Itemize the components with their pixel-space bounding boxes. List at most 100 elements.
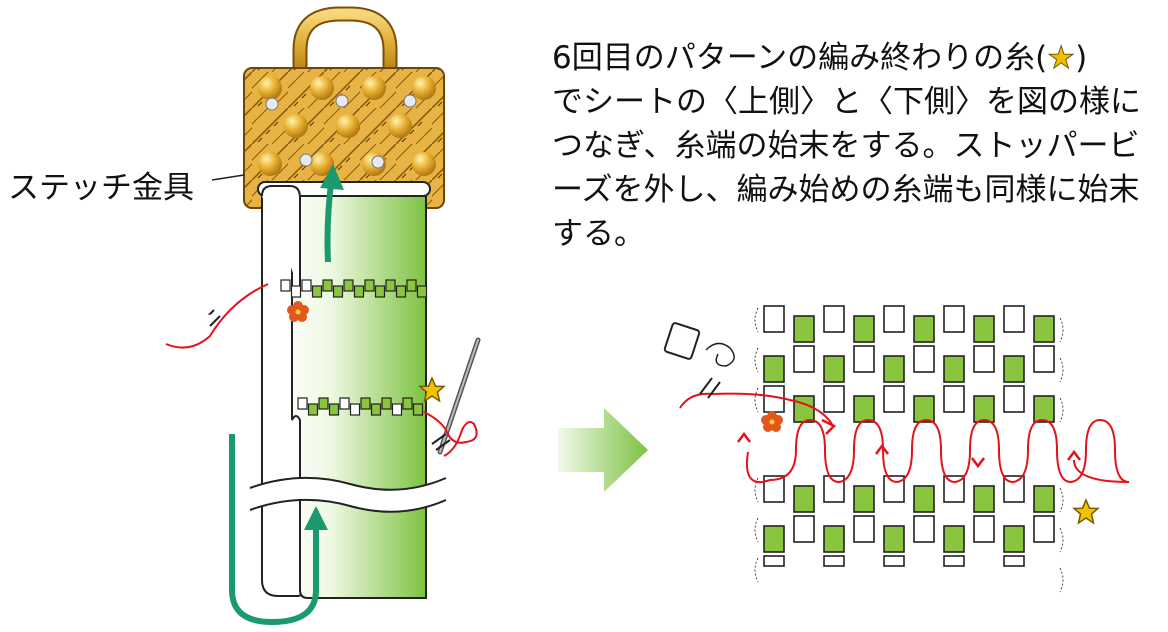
bead <box>823 355 845 383</box>
instruction-line-1: 6回目のパターンの編み終わりの糸(★) <box>552 36 1162 80</box>
bead <box>297 397 308 410</box>
bead <box>973 345 995 373</box>
thread-direction-arrow <box>1067 449 1081 461</box>
bead <box>412 403 424 416</box>
bead <box>853 395 875 423</box>
bead <box>349 403 361 416</box>
bead <box>763 355 785 383</box>
bead <box>416 285 428 298</box>
star-icon <box>418 376 446 403</box>
bead <box>793 395 815 423</box>
thread-direction-arrow <box>737 431 751 443</box>
bead <box>973 515 995 543</box>
star-inline-icon: ★ <box>1047 40 1076 77</box>
bead <box>339 397 350 410</box>
bead <box>1033 395 1055 423</box>
bead <box>307 403 319 416</box>
thread-direction-arrow <box>875 443 889 455</box>
thread-end-left <box>165 283 269 349</box>
bead <box>943 525 965 553</box>
bead <box>823 555 845 567</box>
bead <box>853 515 875 543</box>
thread-loop <box>754 517 759 543</box>
bead <box>318 397 329 410</box>
bead <box>322 279 333 292</box>
bead <box>823 385 845 413</box>
bead <box>973 315 995 343</box>
bead <box>280 279 291 292</box>
bead <box>1003 555 1025 567</box>
instruction-line-1-close: ) <box>1075 40 1088 76</box>
bead <box>328 403 340 416</box>
bead <box>763 385 785 413</box>
thread-loop <box>754 387 759 413</box>
bead <box>943 385 965 413</box>
bead <box>763 305 785 333</box>
bead <box>395 285 407 298</box>
bead <box>364 279 375 292</box>
bead <box>311 285 323 298</box>
direction-arrow-loop <box>229 434 328 626</box>
bead <box>913 485 935 513</box>
bead <box>823 525 845 553</box>
bead <box>883 525 905 553</box>
thread-loop <box>1059 357 1064 383</box>
bead <box>943 475 965 503</box>
bead <box>763 525 785 553</box>
flower-icon <box>761 411 783 432</box>
bead <box>793 315 815 343</box>
bead <box>1003 475 1025 503</box>
bead <box>1003 305 1025 333</box>
bead <box>1003 355 1025 383</box>
bead <box>290 285 302 298</box>
thread-loop <box>1059 397 1064 423</box>
rhinestone-decoration <box>265 94 417 169</box>
instruction-line-1-text: 6回目のパターンの編み終わりの糸( <box>552 40 1048 76</box>
bead <box>353 285 365 298</box>
bead <box>883 555 905 567</box>
bead <box>793 515 815 543</box>
bead <box>883 355 905 383</box>
thread-loop <box>1059 527 1064 553</box>
star-icon <box>1072 498 1100 525</box>
bead <box>360 397 371 410</box>
instruction-text: 6回目のパターンの編み終わりの糸(★) でシートの〈上側〉と〈下側〉を図の様に … <box>552 36 1162 256</box>
bead <box>793 485 815 513</box>
bead <box>943 305 965 333</box>
bead <box>763 475 785 503</box>
bead <box>1033 315 1055 343</box>
bead <box>883 305 905 333</box>
bead <box>332 285 344 298</box>
stitch-hardware-label: ステッチ金具 <box>8 170 194 206</box>
thread-direction-arrow <box>971 457 985 469</box>
thread-loop <box>754 307 759 333</box>
bead <box>853 345 875 373</box>
bead <box>853 315 875 343</box>
bead-row-upper <box>280 279 428 298</box>
bead <box>913 345 935 373</box>
stopper-bead-icon <box>663 322 735 367</box>
thread-loop <box>754 557 759 583</box>
thread-loop <box>1059 317 1064 343</box>
bead <box>823 305 845 333</box>
bead <box>391 403 403 416</box>
thread-loop <box>754 477 759 503</box>
bead <box>913 395 935 423</box>
bead <box>763 555 785 567</box>
stitch-hardware <box>243 6 445 209</box>
bead <box>374 285 386 298</box>
flower-icon <box>287 301 309 322</box>
big-arrow-icon <box>558 408 648 492</box>
bead <box>1033 515 1055 543</box>
instruction-line-4: ーズを外し、編み始めの糸端も同様に始末 <box>552 172 1140 208</box>
direction-arrow-up <box>320 164 344 263</box>
bead <box>973 395 995 423</box>
gold-ball-decoration <box>258 76 436 176</box>
instruction-line-5: する。 <box>552 216 645 252</box>
joining-thread <box>679 377 1130 484</box>
leader-line <box>211 174 245 181</box>
thread-direction-arrow <box>821 418 837 435</box>
thread-loop <box>754 347 759 373</box>
bead <box>370 403 382 416</box>
